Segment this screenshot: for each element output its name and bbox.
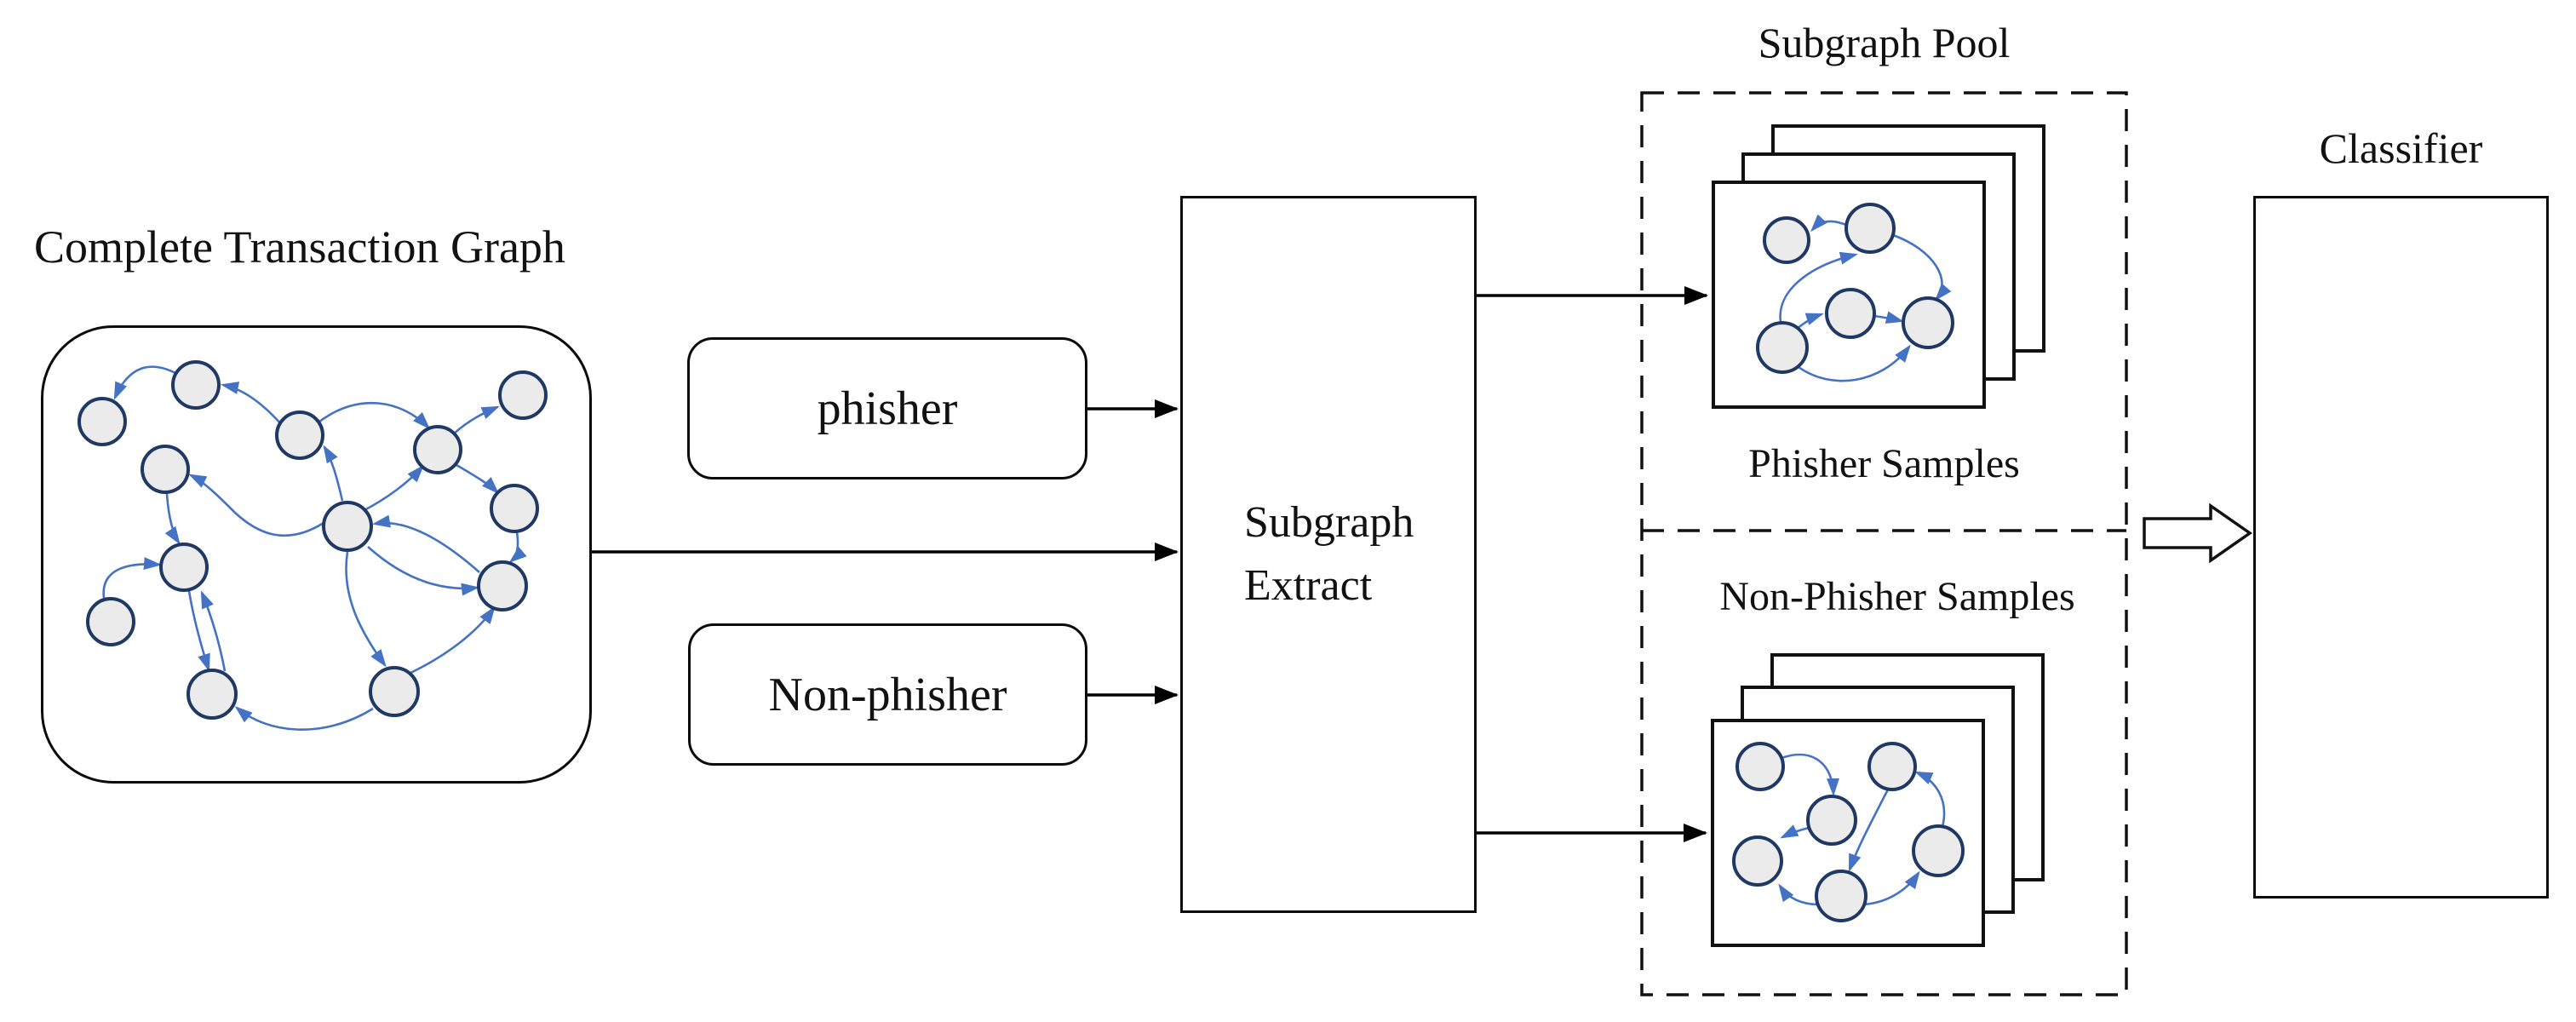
phisher-sample-card-front: [1712, 181, 1986, 409]
non-phisher-sample-card-front: [1711, 719, 1985, 947]
gnn-classifier-box: [2253, 196, 2549, 899]
subgraph-pool-title: Subgraph Pool: [1758, 19, 2011, 66]
pool-to-classifier-arrow-icon: [2143, 502, 2253, 564]
complete-transaction-graph-title: Complete Transaction Graph: [34, 221, 565, 273]
subgraph-extract-box: Subgraph Extract: [1180, 196, 1477, 913]
non-phisher-box-label: Non-phisher: [768, 668, 1007, 721]
phisher-samples-label: Phisher Samples: [1748, 441, 2020, 486]
subgraph-extract-label: Subgraph Extract: [1244, 498, 1414, 610]
phisher-box: phisher: [687, 337, 1087, 479]
transaction-graph-container: [41, 325, 592, 784]
phisher-box-label: phisher: [817, 382, 958, 435]
non-phisher-samples-label: Non-Phisher Samples: [1719, 574, 2075, 619]
non-phisher-box: Non-phisher: [688, 623, 1087, 766]
classifier-title: Classifier: [2319, 124, 2483, 172]
